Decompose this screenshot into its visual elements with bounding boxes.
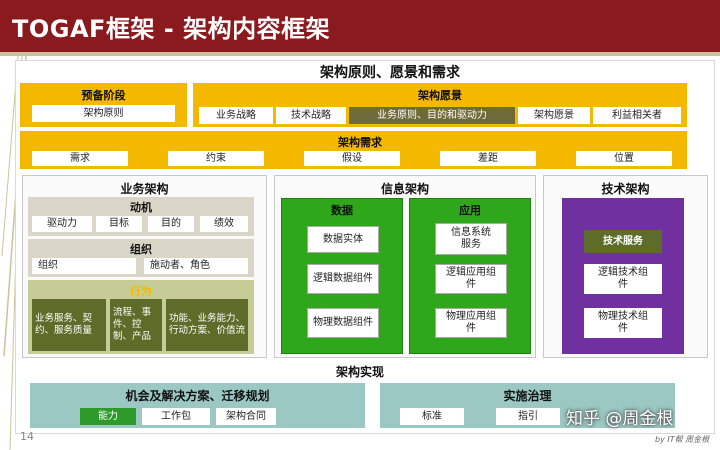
vision-item: 技术战略 [276,107,346,124]
application-item: 逻辑应用组件 [435,264,507,294]
organization-heading: 组织 [130,243,152,256]
motivation-item: 绩效 [200,216,248,232]
requirements-heading: 架构需求 [338,136,382,149]
opportunities-item: 工作包 [142,408,210,425]
information-architecture-heading: 信息架构 [380,182,429,196]
opportunities-heading: 机会及解决方案、迁移规划 [125,389,270,403]
data-item: 数据实体 [307,226,379,253]
data-item: 逻辑数据组件 [307,264,379,294]
technology-item-highlight: 技术服务 [584,230,662,253]
governance-heading: 实施治理 [503,389,552,403]
technology-architecture-heading: 技术架构 [601,182,650,196]
business-architecture-heading: 业务架构 [120,182,169,196]
requirement-item: 假设 [304,151,400,166]
application-item: 信息系统服务 [435,223,507,255]
motivation-heading: 动机 [130,201,152,214]
technology-item: 物理技术组件 [584,308,662,338]
vision-item: 架构愿景 [518,107,590,124]
application-item: 物理应用组件 [435,308,507,338]
page-title: TOGAF框架 - 架构内容框架 [12,15,331,43]
data-heading: 数据 [331,204,353,217]
vision-item: 业务战略 [199,107,273,124]
opportunities-item-highlight: 能力 [80,408,136,425]
title-bar: TOGAF框架 - 架构内容框架 [0,0,720,52]
requirement-item: 位置 [576,151,672,166]
preliminary-item: 架构原则 [32,105,175,122]
technology-item: 逻辑技术组件 [584,264,662,294]
requirement-item: 差距 [440,151,536,166]
governance-item: 指引 [496,408,560,425]
watermark: 知乎 @周金根 [566,409,674,429]
requirement-item: 约束 [168,151,264,166]
title-accent-line [0,52,720,56]
slide-number: 14 [20,430,34,443]
data-item: 物理数据组件 [307,308,379,338]
behavior-item: 业务服务、契约、服务质量 [32,299,106,351]
vision-item-highlight: 业务原则、目的和驱动力 [349,107,515,124]
requirement-item: 需求 [32,151,128,166]
behavior-item: 功能、业务能力、行动方案、价值流 [166,299,248,351]
motivation-item: 驱动力 [32,216,92,232]
motivation-item: 目的 [148,216,194,232]
principles-heading: 架构原则、愿景和需求 [320,65,460,81]
behavior-heading: 行为 [130,285,152,298]
organization-item: 组织 [32,258,136,274]
preliminary-heading: 预备阶段 [81,89,126,102]
organization-item: 施动者、角色 [144,258,248,274]
application-heading: 应用 [459,204,481,217]
motivation-item: 目标 [96,216,142,232]
behavior-item: 流程、事件、控制、产品 [110,299,162,351]
vision-heading: 架构愿景 [418,89,462,102]
governance-item: 标准 [400,408,464,425]
opportunities-item: 架构合同 [216,408,276,425]
vision-item: 利益相关者 [593,107,681,124]
credit-text: by IT帮 周金根 [655,435,710,444]
realization-heading: 架构实现 [335,365,384,379]
